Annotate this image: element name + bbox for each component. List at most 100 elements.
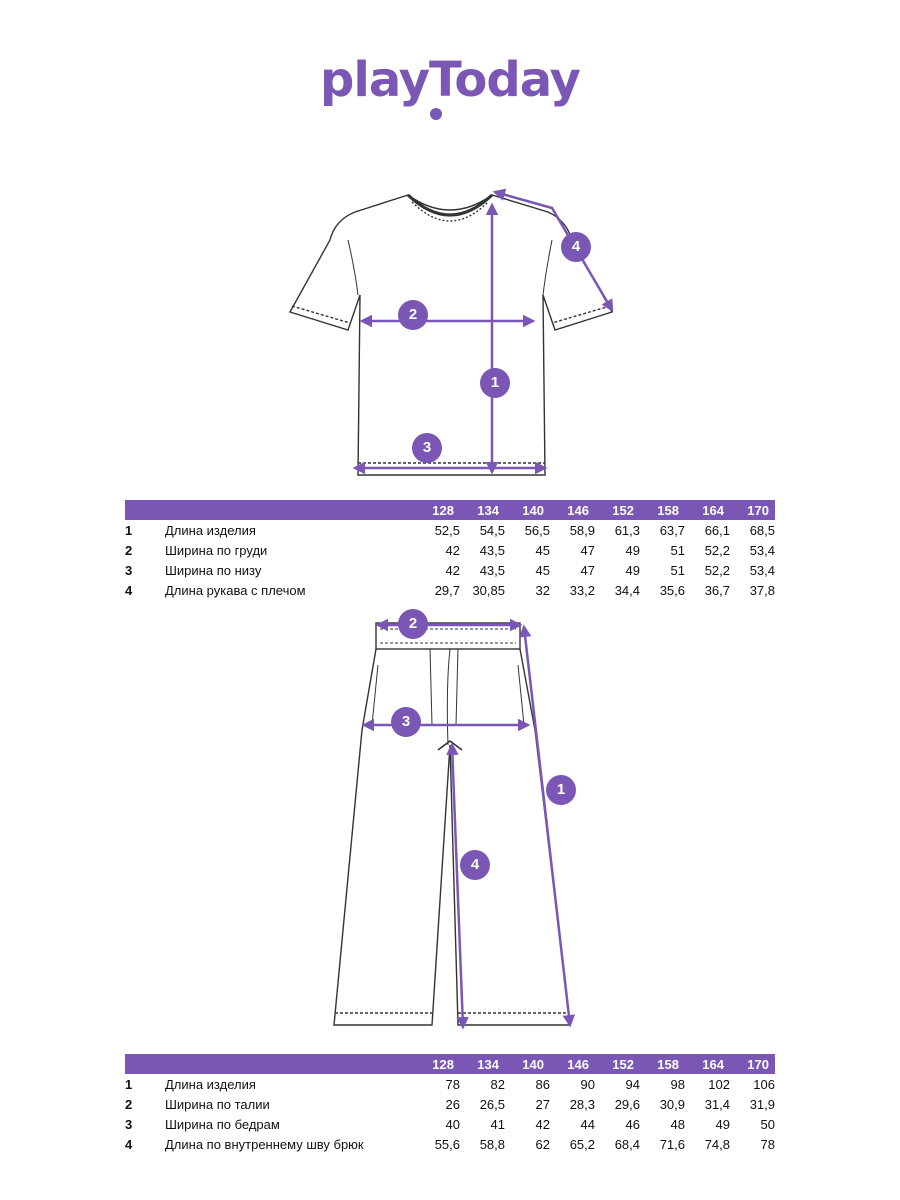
- table-row: 4 Длина рукава с плечом 29,7 30,85 32 33…: [125, 580, 775, 600]
- tshirt-badge-2: 2: [398, 300, 428, 330]
- row-label: Ширина по низу: [165, 562, 262, 578]
- value-cell: 42: [445, 542, 460, 558]
- value-cell: 86: [535, 1076, 550, 1092]
- value-cell: 51: [670, 562, 685, 578]
- row-label: Длина изделия: [165, 522, 256, 538]
- value-cell: 52,2: [704, 542, 730, 558]
- row-number: 1: [125, 1076, 133, 1092]
- size-cell: 134: [477, 1056, 499, 1072]
- table-row: 2 Ширина по талии 26 26,5 27 28,3 29,6 3…: [125, 1094, 775, 1114]
- row-number: 3: [125, 562, 133, 578]
- value-cell: 94: [625, 1076, 640, 1092]
- value-cell: 68,5: [749, 522, 775, 538]
- row-number: 2: [125, 542, 133, 558]
- value-cell: 52,2: [704, 562, 730, 578]
- value-cell: 41: [490, 1116, 505, 1132]
- value-cell: 63,7: [659, 522, 685, 538]
- tshirt-sketch: [288, 188, 614, 476]
- value-cell: 37,8: [749, 582, 775, 598]
- size-cell: 152: [612, 502, 634, 518]
- logo-dot: [430, 108, 442, 120]
- size-cell: 146: [567, 1056, 589, 1072]
- value-cell: 65,2: [569, 1136, 595, 1152]
- tshirt-badge-4: 4: [561, 232, 591, 262]
- value-cell: 48: [670, 1116, 685, 1132]
- size-cell: 128: [432, 502, 454, 518]
- value-cell: 26,5: [479, 1096, 505, 1112]
- value-cell: 106: [753, 1076, 775, 1092]
- pants-badge-4: 4: [460, 850, 490, 880]
- value-cell: 58,8: [479, 1136, 505, 1152]
- table-row: 4 Длина по внутреннему шву брюк 55,6 58,…: [125, 1134, 775, 1154]
- row-label: Длина по внутреннему шву брюк: [165, 1136, 364, 1152]
- pants-size-table: 128 134 140 146 152 158 164 170 1 Длина …: [125, 1054, 775, 1154]
- value-cell: 26: [445, 1096, 460, 1112]
- value-cell: 47: [580, 562, 595, 578]
- value-cell: 31,4: [704, 1096, 730, 1112]
- value-cell: 30,9: [659, 1096, 685, 1112]
- value-cell: 51: [670, 542, 685, 558]
- value-cell: 32: [535, 582, 550, 598]
- value-cell: 53,4: [749, 562, 775, 578]
- value-cell: 82: [490, 1076, 505, 1092]
- value-cell: 71,6: [659, 1136, 685, 1152]
- value-cell: 28,3: [569, 1096, 595, 1112]
- row-number: 4: [125, 1136, 133, 1152]
- table-row: 1 Длина изделия 52,5 54,5 56,5 58,9 61,3…: [125, 520, 775, 540]
- value-cell: 45: [535, 542, 550, 558]
- size-cell: 152: [612, 1056, 634, 1072]
- size-cell: 146: [567, 502, 589, 518]
- value-cell: 50: [760, 1116, 775, 1132]
- value-cell: 45: [535, 562, 550, 578]
- value-cell: 49: [625, 542, 640, 558]
- tshirt-badge-1: 1: [480, 368, 510, 398]
- value-cell: 98: [670, 1076, 685, 1092]
- value-cell: 61,3: [614, 522, 640, 538]
- value-cell: 30,85: [472, 582, 505, 598]
- value-cell: 58,9: [569, 522, 595, 538]
- size-cell: 134: [477, 502, 499, 518]
- brand-logo: playToday: [320, 52, 581, 108]
- size-cell: 140: [522, 502, 544, 518]
- value-cell: 42: [535, 1116, 550, 1132]
- value-cell: 35,6: [659, 582, 685, 598]
- value-cell: 47: [580, 542, 595, 558]
- value-cell: 27: [535, 1096, 550, 1112]
- value-cell: 49: [625, 562, 640, 578]
- value-cell: 56,5: [524, 522, 550, 538]
- size-cell: 158: [657, 502, 679, 518]
- value-cell: 29,6: [614, 1096, 640, 1112]
- size-cell: 158: [657, 1056, 679, 1072]
- value-cell: 44: [580, 1116, 595, 1132]
- value-cell: 40: [445, 1116, 460, 1132]
- table-row: 3 Ширина по низу 42 43,5 45 47 49 51 52,…: [125, 560, 775, 580]
- pants-sketch: [333, 618, 576, 1030]
- value-cell: 43,5: [479, 562, 505, 578]
- value-cell: 31,9: [749, 1096, 775, 1112]
- table-row: 3 Ширина по бедрам 40 41 42 44 46 48 49 …: [125, 1114, 775, 1134]
- row-label: Ширина по груди: [165, 542, 268, 558]
- size-cell: 164: [702, 1056, 724, 1072]
- size-cell: 170: [747, 502, 769, 518]
- row-number: 1: [125, 522, 133, 538]
- value-cell: 74,8: [704, 1136, 730, 1152]
- value-cell: 78: [445, 1076, 460, 1092]
- value-cell: 102: [708, 1076, 730, 1092]
- pants-badge-1: 1: [546, 775, 576, 805]
- row-number: 4: [125, 582, 133, 598]
- tshirt-size-header: 128 134 140 146 152 158 164 170: [125, 500, 775, 520]
- value-cell: 43,5: [479, 542, 505, 558]
- pants-size-header: 128 134 140 146 152 158 164 170: [125, 1054, 775, 1074]
- value-cell: 68,4: [614, 1136, 640, 1152]
- table-row: 2 Ширина по груди 42 43,5 45 47 49 51 52…: [125, 540, 775, 560]
- value-cell: 29,7: [434, 582, 460, 598]
- value-cell: 36,7: [704, 582, 730, 598]
- value-cell: 33,2: [569, 582, 595, 598]
- tshirt-badge-3: 3: [412, 433, 442, 463]
- size-cell: 128: [432, 1056, 454, 1072]
- value-cell: 34,4: [614, 582, 640, 598]
- value-cell: 62: [535, 1136, 550, 1152]
- row-label: Ширина по талии: [165, 1096, 270, 1112]
- value-cell: 66,1: [704, 522, 730, 538]
- row-number: 2: [125, 1096, 133, 1112]
